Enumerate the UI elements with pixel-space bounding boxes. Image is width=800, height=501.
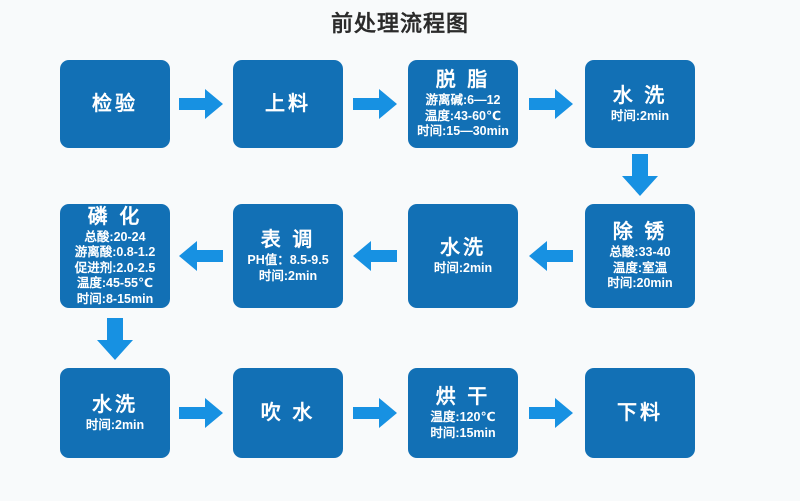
flow-box-blow-water: 吹 水	[233, 368, 343, 458]
arrow-left-icon	[353, 241, 397, 271]
box-detail: 温度:120℃	[430, 410, 496, 424]
flow-box-rust-removal: 除 锈 总酸:33-40 温度:室温 时间:20min	[585, 204, 695, 308]
box-detail: 时间:2min	[258, 268, 318, 283]
box-detail: 温度:43-60℃	[424, 108, 502, 123]
box-detail: 时间:2min	[85, 417, 145, 432]
arrow-right-icon	[179, 89, 223, 119]
box-detail: 时间:2min	[610, 108, 670, 123]
box-detail: 时间:2min	[433, 260, 493, 275]
flow-box-water-wash-2: 水洗 时间:2min	[408, 204, 518, 308]
box-detail: 时间:20min	[607, 276, 673, 291]
box-title: 水 洗	[612, 84, 668, 107]
arrow-left-icon	[179, 241, 223, 271]
box-title: 水洗	[440, 236, 486, 259]
flow-box-surface-conditioning: 表 调 PH值：8.5-9.5 时间:2min	[233, 204, 343, 308]
box-title: 除 锈	[612, 221, 668, 244]
box-title: 吹 水	[260, 401, 316, 424]
box-title: 表 调	[260, 229, 316, 251]
box-detail: 总酸:33-40	[609, 245, 671, 260]
arrow-left-icon	[529, 241, 573, 271]
box-title: 上料	[265, 92, 311, 115]
arrow-down-icon	[97, 318, 133, 360]
box-detail: 时间:15min	[430, 425, 496, 440]
box-detail: 时间:8-15min	[76, 291, 154, 306]
flow-box-unloading: 下料	[585, 368, 695, 458]
box-detail: 温度:45-55℃	[76, 276, 154, 291]
arrow-down-icon	[622, 154, 658, 196]
box-detail: 总酸:20-24	[84, 229, 146, 244]
box-title: 下料	[617, 401, 663, 424]
arrow-right-icon	[529, 398, 573, 428]
box-title: 检验	[92, 92, 138, 115]
box-detail: 温度:室温	[612, 260, 668, 275]
box-detail: 游离酸:0.8-1.2	[74, 245, 156, 260]
flow-box-phosphating: 磷 化 总酸:20-24 游离酸:0.8-1.2 促进剂:2.0-2.5 温度:…	[60, 204, 170, 308]
arrow-right-icon	[353, 398, 397, 428]
flow-box-loading: 上料	[233, 60, 343, 148]
box-detail: 时间:15—30min	[417, 124, 509, 139]
arrow-right-icon	[179, 398, 223, 428]
flow-box-degreasing: 脱 脂 游离碱:6—12 温度:43-60℃ 时间:15—30min	[408, 60, 518, 148]
box-title: 磷 化	[87, 205, 143, 228]
box-title: 脱 脂	[435, 69, 491, 92]
flow-box-water-wash-1: 水 洗 时间:2min	[585, 60, 695, 148]
arrow-right-icon	[353, 89, 397, 119]
box-title: 烘 干	[435, 386, 491, 408]
box-detail: 促进剂:2.0-2.5	[74, 260, 156, 275]
flow-box-inspection: 检验	[60, 60, 170, 148]
flow-box-water-wash-3: 水洗 时间:2min	[60, 368, 170, 458]
box-detail: 游离碱:6—12	[425, 93, 501, 108]
page-title: 前处理流程图	[330, 11, 469, 36]
flow-box-drying: 烘 干 温度:120℃ 时间:15min	[408, 368, 518, 458]
box-detail: PH值：8.5-9.5	[247, 253, 329, 267]
box-title: 水洗	[92, 393, 138, 416]
arrow-right-icon	[529, 89, 573, 119]
